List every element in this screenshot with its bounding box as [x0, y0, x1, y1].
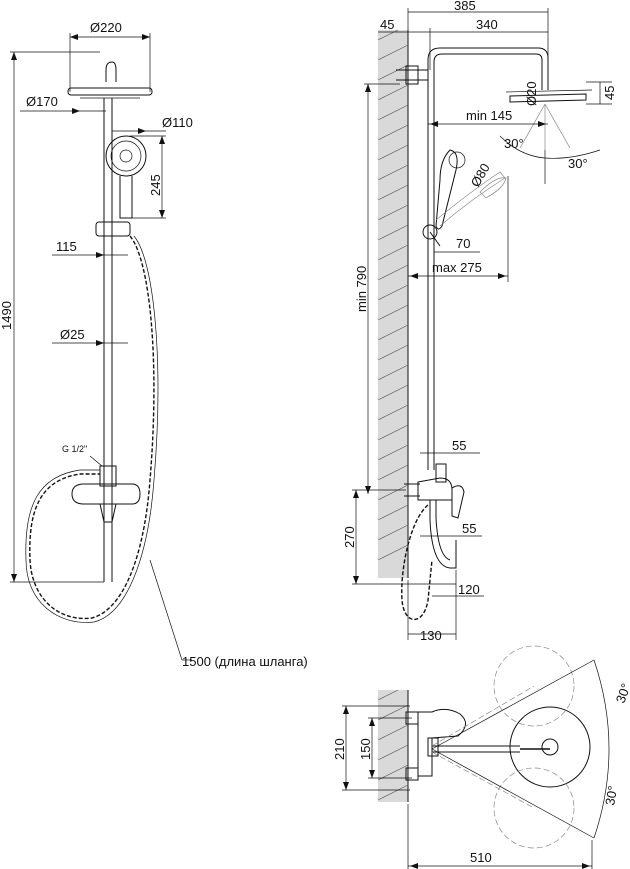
total-width-label: 510 [470, 850, 492, 865]
mixer-upper-label: 55 [452, 438, 466, 453]
swivel-upper-label: 30° [613, 681, 630, 705]
front-view: 1490 Ø220 Ø170 Ø110 24 [0, 20, 308, 669]
min-height-label: min 790 [354, 266, 369, 312]
wall-gap-label: 45 [380, 17, 394, 32]
hose-length-label: 1500 (длина шланга) [182, 654, 308, 669]
top-view: 210 150 30° 30° [332, 645, 630, 869]
swivel-lower-label: 30° [602, 785, 620, 807]
mixer-depth-label: 130 [420, 628, 442, 643]
hand-diameter-label: Ø80 [468, 161, 493, 190]
max-reach-label: max 275 [432, 260, 482, 275]
hand-min-reach-label: min 145 [466, 108, 512, 123]
head-tilt-up-label: 30° [504, 136, 524, 151]
front-total-height-label: 1490 [0, 301, 14, 330]
holder-offset-label: 115 [56, 239, 77, 254]
side-view: 385 45 340 Ø20 45 min 145 [342, 0, 617, 643]
hand-shower-diameter-label: Ø110 [162, 115, 193, 130]
overall-depth-label: 385 [454, 0, 476, 13]
mixer-lower-label: 55 [462, 521, 476, 536]
wall-height-label: 210 [332, 738, 347, 760]
thread-label: G 1/2" [62, 444, 87, 454]
head-inner-diameter-label: Ø170 [26, 94, 58, 109]
mixer-height-label: 270 [342, 526, 357, 548]
spout-length-label: 120 [458, 582, 480, 597]
head-diameter-label: Ø220 [90, 20, 122, 35]
head-pipe-diameter-label: Ø20 [524, 81, 539, 106]
mount-spacing-label: 150 [358, 738, 373, 760]
hand-width-label: 70 [456, 236, 470, 251]
arm-length-label: 340 [476, 17, 498, 32]
pipe-diameter-label: Ø25 [60, 327, 85, 342]
head-tilt-down-label: 30° [568, 156, 588, 171]
head-thickness-label: 45 [602, 86, 617, 100]
hand-shower-height-label: 245 [148, 174, 163, 196]
